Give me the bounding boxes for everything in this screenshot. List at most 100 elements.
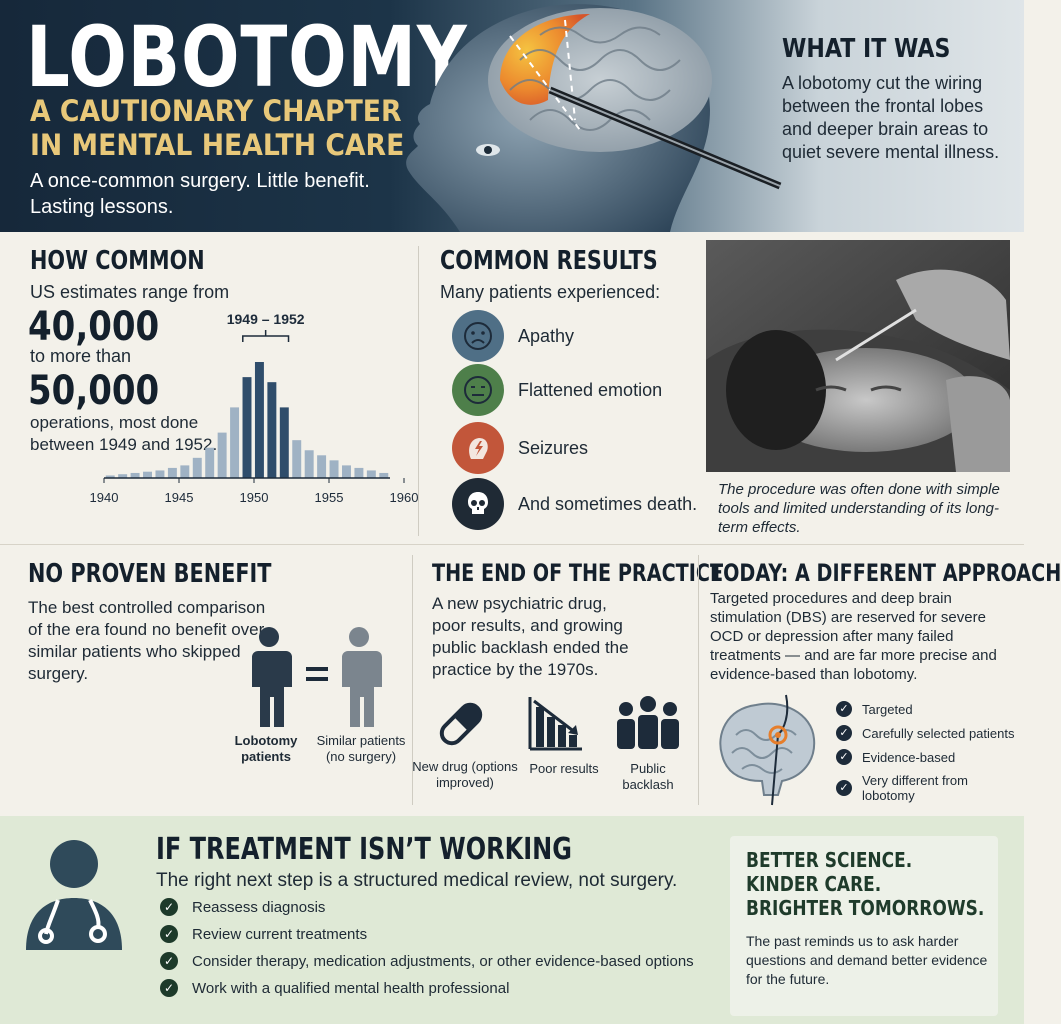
histogram-bar xyxy=(192,457,202,478)
check-icon: ✓ xyxy=(836,725,852,741)
histogram-bar xyxy=(205,447,215,478)
result-label: Apathy xyxy=(518,325,575,346)
lightning-head-icon xyxy=(452,422,504,474)
no-benefit-title: NO PROVEN BENEFIT xyxy=(28,559,272,589)
treatment-item: ✓ Reassess diagnosis xyxy=(160,898,325,916)
histogram-bar xyxy=(342,465,351,478)
similar-patients-label: Similar patients (no surgery) xyxy=(316,733,406,764)
treatment-item-label: Reassess diagnosis xyxy=(192,898,326,916)
people-comparison-icon xyxy=(252,627,382,727)
what-it-was-text: A lobotomy cut the wiring between the fr… xyxy=(782,73,1000,162)
check-icon: ✓ xyxy=(836,701,852,717)
better-science-box: BETTER SCIENCE. KINDER CARE. BRIGHTER TO… xyxy=(730,836,998,1016)
public-backlash-label: Public backlash xyxy=(622,761,674,792)
histogram-bar xyxy=(242,377,252,478)
histogram-bar xyxy=(354,467,364,478)
treatment-item: ✓ Work with a qualified mental health pro… xyxy=(160,979,509,997)
x-tick-label: 1940 xyxy=(90,490,119,505)
better-line-1: BETTER SCIENCE. xyxy=(746,848,913,872)
peak-label: 1949 – 1952 xyxy=(227,311,305,327)
histogram-bar xyxy=(155,470,165,478)
check-icon: ✓ xyxy=(160,898,178,916)
histogram-bar xyxy=(267,382,277,478)
how-common-mid: to more than xyxy=(30,346,132,366)
row-treatment: IF TREATMENT ISN’T WORKING The right nex… xyxy=(0,816,1024,1024)
check-icon: ✓ xyxy=(836,780,852,796)
treatment-item-label: Review current treatments xyxy=(192,925,368,943)
check-evidence-based: ✓ Evidence-based xyxy=(836,749,955,765)
result-death: And sometimes death. xyxy=(452,478,697,530)
estimate-high: 50,000 xyxy=(28,368,160,414)
result-label: Seizures xyxy=(518,437,589,458)
today-title: TODAY: A DIFFERENT APPROACH xyxy=(710,559,1061,587)
divider xyxy=(412,555,413,805)
check-different: ✓ Very different from lobotomy xyxy=(836,773,1024,803)
row-statistics: HOW COMMON US estimates range from 40,00… xyxy=(0,232,1024,544)
check-label: Carefully selected patients xyxy=(862,725,1015,741)
treatment-item-label: Work with a qualified mental health prof… xyxy=(192,979,510,997)
histogram-bar xyxy=(105,475,115,478)
x-tick-label: 1950 xyxy=(240,490,269,505)
result-apathy: Apathy xyxy=(452,310,574,362)
histogram-bar xyxy=(143,471,152,478)
treatment-item: ✓ Consider therapy, medication adjustment… xyxy=(160,952,694,970)
histogram-bar xyxy=(366,470,376,478)
end-practice-text: A new psychiatric drug, poor results, an… xyxy=(432,594,629,679)
dbs-brain-icon xyxy=(719,694,816,806)
no-benefit-text: The best controlled comparison of the er… xyxy=(28,598,266,683)
check-icon: ✓ xyxy=(160,979,178,997)
histogram-bar xyxy=(230,407,240,478)
treatment-title: IF TREATMENT ISN’T WORKING xyxy=(156,832,572,867)
tagline: A once-common surgery. Little benefit. L… xyxy=(30,170,370,218)
lobotomy-patients-label: Lobotomy patients xyxy=(234,733,298,764)
peak-bracket xyxy=(242,330,290,342)
end-practice-title: THE END OF THE PRACTICE xyxy=(432,559,724,587)
histogram-bar xyxy=(379,472,389,478)
header-banner: LOBOTOMY A CAUTIONARY CHAPTER IN MENTAL … xyxy=(0,0,1024,233)
crowd-icon xyxy=(617,696,679,749)
what-it-was-title: WHAT IT WAS xyxy=(782,34,951,64)
result-label: Flattened emotion xyxy=(518,379,663,400)
subtitle-line-1: A CAUTIONARY CHAPTER xyxy=(30,94,402,128)
check-icon: ✓ xyxy=(160,952,178,970)
x-tick-label: 1960 xyxy=(390,490,419,505)
result-label: And sometimes death. xyxy=(518,493,698,514)
check-targeted: ✓ Targeted xyxy=(836,701,913,717)
better-line-2: KINDER CARE. xyxy=(746,872,882,896)
better-text: The past reminds us to ask harder questi… xyxy=(746,933,988,987)
result-flattened-emotion: Flattened emotion xyxy=(452,364,662,416)
doctor-icon xyxy=(26,840,122,950)
histogram-bar xyxy=(118,474,128,478)
histogram-bar xyxy=(167,467,177,478)
common-results-intro: Many patients experienced: xyxy=(440,282,661,302)
neutral-face-icon xyxy=(452,364,504,416)
check-label: Targeted xyxy=(862,701,913,717)
histogram-bar xyxy=(217,432,227,478)
treatment-item: ✓Review current treatments xyxy=(160,925,367,943)
histogram-bar xyxy=(329,460,339,478)
procedure-photo xyxy=(706,240,1010,472)
check-label: Very different from lobotomy xyxy=(861,773,968,803)
new-drug-label: New drug (options improved) xyxy=(412,759,518,790)
histogram-bar xyxy=(180,465,190,478)
check-icon: ✓ xyxy=(836,749,852,765)
histogram-bar xyxy=(304,450,314,478)
poor-results-label: Poor results xyxy=(529,761,599,776)
pill-icon xyxy=(439,702,483,746)
common-results-title: COMMON RESULTS xyxy=(440,246,658,276)
better-line-3: BRIGHTER TOMORROWS. xyxy=(746,896,985,920)
photo-caption: The procedure was often done with simple… xyxy=(718,481,1000,536)
skull-icon xyxy=(452,478,504,530)
declining-bars-icon xyxy=(528,697,582,751)
page-title: LOBOTOMY xyxy=(26,8,468,106)
estimate-low: 40,000 xyxy=(28,304,160,350)
histogram-bar xyxy=(279,407,289,478)
subtitle-line-2: IN MENTAL HEALTH CARE xyxy=(30,128,405,162)
treatment-item-label: Consider therapy, medication adjustments… xyxy=(192,952,694,970)
row-outcomes: NO PROVEN BENEFIT The best controlled co… xyxy=(0,544,1061,816)
check-selected-patients: ✓ Carefully selected patients xyxy=(836,725,1014,741)
how-common-outro: operations, most done between 1949 and 1… xyxy=(30,413,218,454)
check-label: Evidence-based xyxy=(862,749,956,765)
histogram-bar xyxy=(130,472,140,478)
